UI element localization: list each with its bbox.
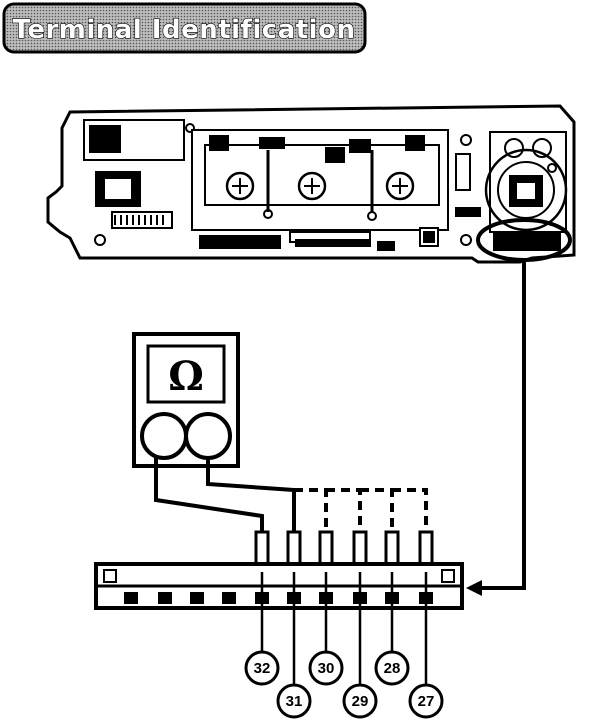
title-text: Terminal Identification bbox=[13, 15, 356, 45]
meter-jack-left bbox=[140, 412, 188, 460]
leader-arrowhead bbox=[466, 580, 482, 596]
terminal-label-28: 28 bbox=[384, 660, 401, 677]
terminal-label-32: 32 bbox=[254, 660, 271, 677]
terminal-badge-30 bbox=[308, 650, 344, 686]
terminal-leaders bbox=[260, 572, 428, 685]
terminal-badge-32 bbox=[244, 650, 280, 686]
head-unit-chassis bbox=[46, 104, 576, 264]
terminal-badge-27 bbox=[408, 683, 444, 719]
meter-jack-right bbox=[184, 412, 232, 460]
leader-line bbox=[478, 260, 526, 590]
alternate-leads bbox=[294, 488, 428, 536]
terminal-label-29: 29 bbox=[352, 693, 369, 710]
terminal-label-31: 31 bbox=[286, 693, 303, 710]
ohm-symbol: Ω bbox=[168, 353, 204, 400]
ohmmeter: Ω bbox=[132, 332, 240, 468]
title-banner: Terminal Identification bbox=[2, 2, 367, 54]
terminal-badge-31 bbox=[276, 683, 312, 719]
terminal-label-27: 27 bbox=[418, 693, 435, 710]
terminal-badge-29 bbox=[342, 683, 378, 719]
meter-lead-left bbox=[154, 458, 264, 536]
terminal-label-30: 30 bbox=[318, 660, 335, 677]
meter-lead-right bbox=[206, 458, 296, 536]
terminal-badge-28 bbox=[374, 650, 410, 686]
terminal-badges bbox=[244, 650, 444, 719]
connector-strip bbox=[94, 562, 464, 610]
